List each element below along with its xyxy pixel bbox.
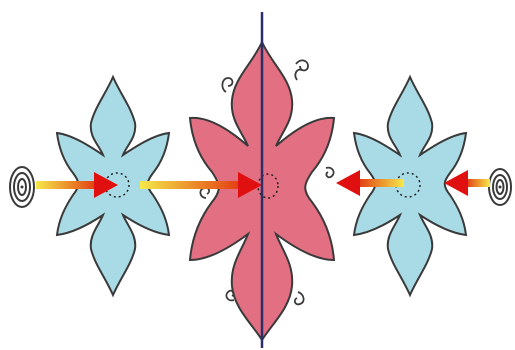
left-spiral-coil-icon	[10, 167, 34, 207]
right-spiral-coil-icon	[489, 169, 511, 205]
arrow-left-2	[444, 170, 490, 196]
